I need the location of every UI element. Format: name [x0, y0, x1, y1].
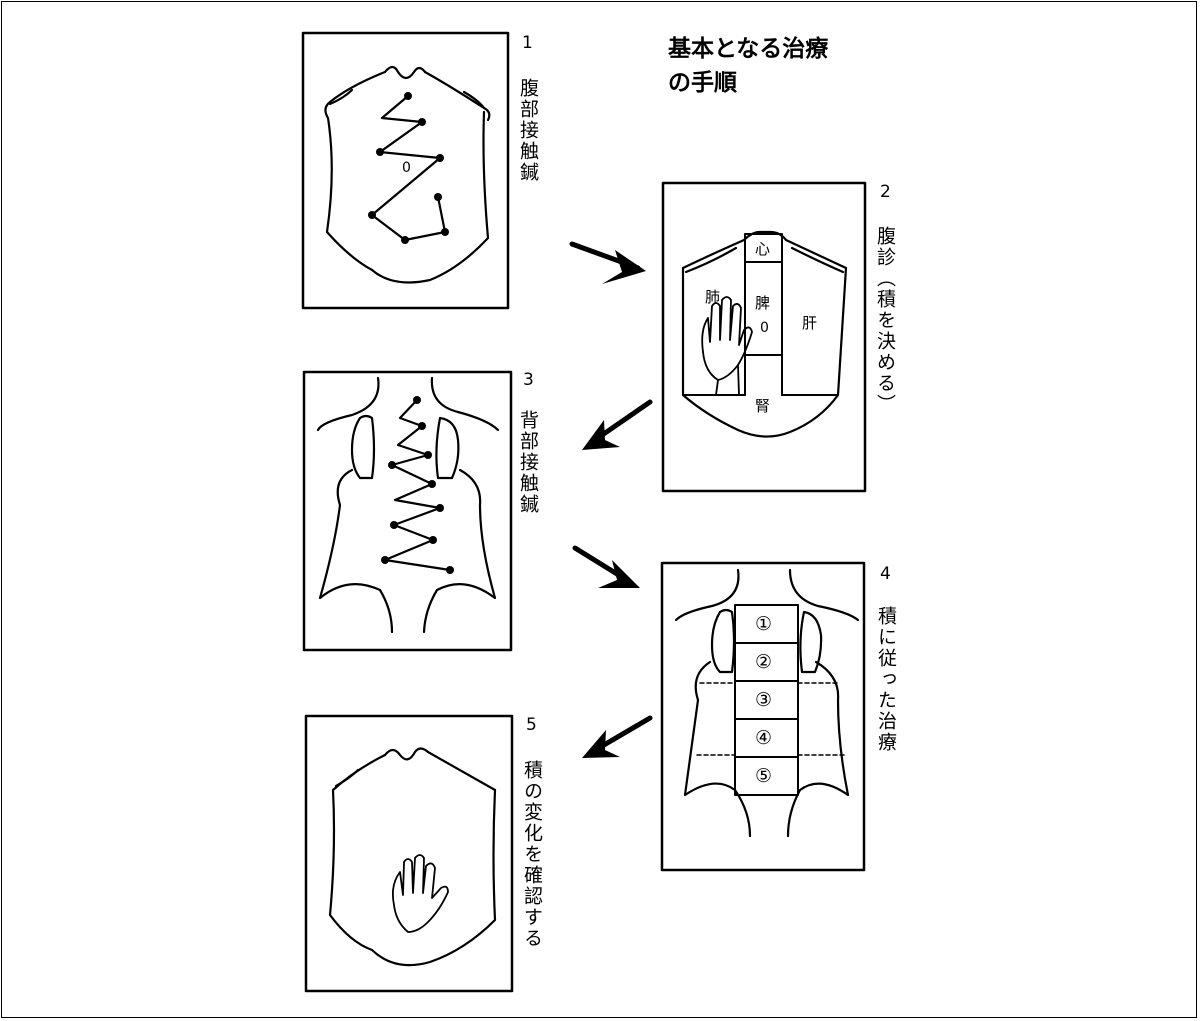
step-1-label: 腹部接触鍼: [517, 78, 539, 183]
torso-back-outline-4: [674, 568, 860, 838]
step-1-number: 1: [522, 33, 533, 53]
needling-zigzag-1: [368, 92, 449, 244]
needling-zigzag-3: [381, 396, 454, 574]
step-5-number: 5: [526, 715, 537, 735]
torso-front-outline-5: [328, 747, 497, 967]
dashed-guide-lines: [696, 682, 846, 756]
arrows: [569, 241, 653, 758]
segment-5-label: ⑤: [755, 765, 773, 787]
arrow-3-to-4-icon: [572, 545, 640, 588]
panel-2-abdominal-diagnosis: [661, 181, 867, 493]
arrow-2-to-3-icon: [582, 399, 653, 450]
zone-lung-label: 肺: [705, 288, 721, 306]
segment-1-label: ①: [755, 613, 773, 635]
navel-mark-2: 0: [760, 320, 769, 336]
step-3-number: 3: [523, 370, 534, 390]
hand-palpating-icon: [701, 296, 753, 396]
step-3-label: 背部接触鍼: [517, 410, 539, 515]
navel-mark-1: 0: [402, 160, 411, 176]
step-2-number: 2: [880, 182, 891, 202]
panel-5-confirm-change: [304, 714, 514, 993]
zone-heart-label: 心: [755, 240, 771, 258]
torso-front-outline-2: [681, 230, 848, 438]
arrow-1-to-2-icon: [569, 241, 646, 284]
step-4-number: 4: [880, 564, 891, 584]
panel-1-abdomen-contact: [301, 31, 510, 310]
title-line-1: 基本となる治療: [668, 36, 829, 62]
segment-3-label: ③: [755, 689, 773, 711]
zone-liver-label: 肝: [802, 314, 818, 332]
back-segment-column: [734, 604, 799, 796]
step-2-label: 腹診（積を決める）: [874, 226, 896, 415]
zone-spleen-label: 脾: [755, 294, 771, 312]
segment-2-label: ②: [755, 651, 773, 673]
torso-back-outline-3: [316, 376, 500, 634]
segment-4-label: ④: [755, 727, 773, 749]
title-line-2: の手順: [668, 70, 737, 96]
arrow-4-to-5-icon: [582, 715, 653, 758]
torso-front-outline-1: [324, 65, 491, 284]
zone-kidney-label: 腎: [755, 397, 771, 415]
step-4-label: 積に従った治療: [875, 606, 897, 753]
diagram-title: 基本となる治療 の手順: [668, 32, 828, 100]
hand-confirm-icon: [391, 854, 449, 933]
panel-4-treatment: [660, 561, 866, 872]
organ-zone-grid: [683, 233, 839, 396]
step-5-label: 積の変化を確認する: [521, 760, 543, 949]
panel-3-back-contact: [302, 370, 513, 652]
